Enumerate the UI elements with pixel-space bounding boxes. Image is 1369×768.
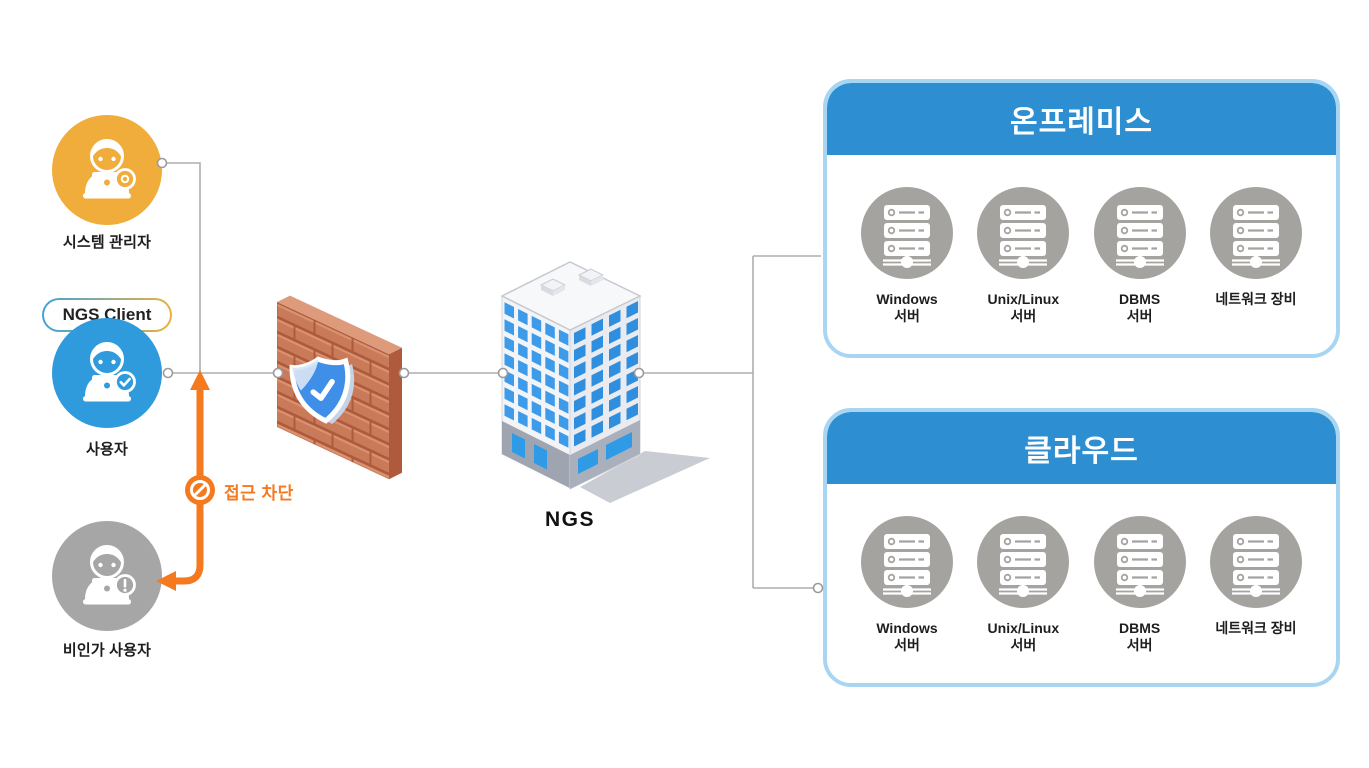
- label-unauthorized-user: 비인가 사용자: [62, 642, 152, 659]
- actor-user: [52, 318, 162, 428]
- label-system-admin: 시스템 관리자: [62, 234, 152, 251]
- server-label: 네트워크 장비: [1215, 620, 1297, 636]
- label-user: 사용자: [85, 441, 128, 458]
- panel-cloud-title: 클라우드: [827, 412, 1336, 484]
- server-label: Windows: [876, 620, 938, 636]
- check-icon: [114, 371, 136, 393]
- server-label: 서버: [894, 636, 920, 653]
- office-building-icon: [500, 261, 710, 503]
- server-network-equipment: 네트워크 장비: [1198, 516, 1314, 653]
- rooftop-unit: [539, 278, 567, 296]
- server-label: DBMS: [1119, 620, 1161, 636]
- blocked-arrow: [156, 370, 210, 591]
- server-label: 네트워크 장비: [1215, 291, 1297, 307]
- server-label: Unix/Linux: [987, 291, 1060, 307]
- server-label: 서버: [1126, 307, 1153, 324]
- server-network-equipment: 네트워크 장비: [1198, 187, 1314, 324]
- server-label: 서버: [1126, 636, 1153, 653]
- no-entry-icon: [185, 475, 215, 505]
- label-ngs: NGS: [544, 508, 595, 531]
- person-laptop-icon: [52, 318, 136, 428]
- server-label: Windows: [876, 291, 938, 307]
- server-label: 서버: [1010, 307, 1037, 324]
- label-access-blocked: 접근 차단: [224, 484, 294, 503]
- alert-icon: [114, 574, 136, 596]
- server-label: Unix/Linux: [987, 620, 1060, 636]
- server-label: 서버: [1010, 636, 1037, 653]
- server-label: DBMS: [1119, 291, 1161, 307]
- gear-icon: [114, 168, 136, 190]
- connector-nodes: [156, 157, 824, 594]
- rooftop-unit: [577, 268, 605, 286]
- panel-onpremise-title: 온프레미스: [827, 83, 1336, 155]
- actor-system-admin: [52, 115, 162, 225]
- person-laptop-icon: [52, 521, 136, 631]
- building-shadow: [580, 451, 710, 503]
- person-laptop-icon: [52, 115, 136, 225]
- firewall-brick-wall-icon: [277, 295, 402, 480]
- server-label: 서버: [894, 307, 920, 324]
- actor-unauthorized-user: [52, 521, 162, 631]
- shield-check-icon: [291, 355, 360, 428]
